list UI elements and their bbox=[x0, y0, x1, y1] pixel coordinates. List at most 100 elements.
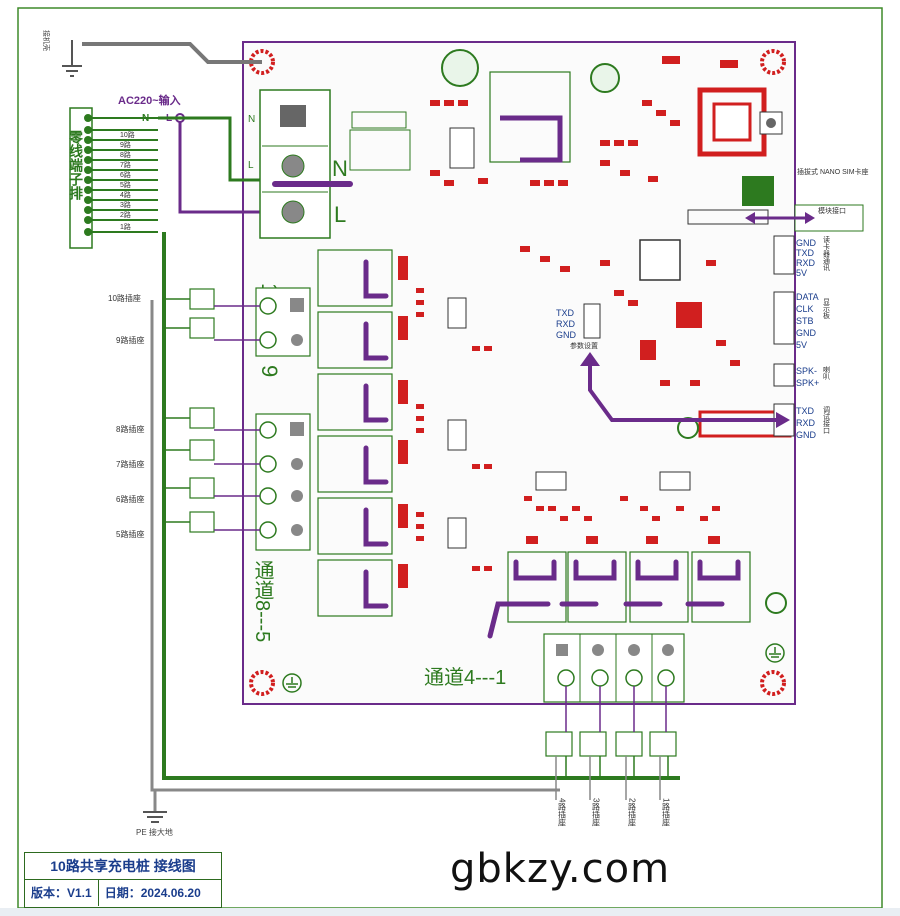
title-block: 10路共享充电桩 接线图 版本：V1.1 日期：2024.06.20 bbox=[24, 852, 222, 908]
speaker-pins: SPK- SPK+ bbox=[796, 366, 819, 388]
left-smd-parts bbox=[416, 288, 492, 571]
socket-label: 3路插座 bbox=[592, 798, 601, 827]
pe-main-wire bbox=[150, 300, 155, 792]
bottom-terminal-pins bbox=[556, 644, 674, 656]
debug-label: 调试接口 bbox=[823, 405, 831, 434]
terminal-label: 10路 bbox=[120, 130, 135, 139]
socket-label: 9路插座 bbox=[116, 335, 144, 345]
pin-label: DATA bbox=[796, 292, 819, 302]
title-block-date: 日期：2024.06.20 bbox=[97, 880, 207, 906]
top-components bbox=[349, 49, 792, 614]
pin-label: RXD bbox=[796, 258, 816, 268]
neutral-main-wire bbox=[162, 232, 680, 780]
left-relay-coils bbox=[363, 259, 389, 609]
pin-label: GND bbox=[556, 330, 577, 340]
uart-header bbox=[583, 303, 601, 339]
bottom-socket-switches bbox=[545, 731, 677, 757]
channel-group-bottom: 通道4---1 bbox=[424, 666, 506, 689]
left-relays bbox=[317, 249, 393, 617]
terminal-label: 8路 bbox=[120, 150, 131, 159]
neutral-bus-label: 零线端子排 bbox=[68, 129, 84, 201]
ac-input-label: AC220~输入 bbox=[118, 93, 181, 107]
left-socket-neutral-wires bbox=[164, 298, 190, 523]
debug-route-arrow bbox=[588, 360, 780, 422]
module-label: 模块接口 bbox=[818, 206, 846, 215]
pin-label: 5V bbox=[796, 340, 807, 350]
big-l-mark: L bbox=[334, 202, 346, 227]
bottom-relay-coils bbox=[487, 559, 741, 639]
pin-label: STB bbox=[796, 316, 814, 326]
terminal-label: 6路 bbox=[120, 170, 131, 179]
neutral-terminal-labels: 10路 9路 8路 7路 6路 5路 4路 3路 2路 1路 bbox=[120, 130, 135, 231]
bottom-socket-neutral-wires bbox=[565, 756, 669, 778]
left-socket-live-wires bbox=[214, 305, 260, 531]
pin-label: GND bbox=[796, 238, 817, 248]
left-terminal-pins bbox=[290, 298, 304, 536]
pin-label: TXD bbox=[556, 308, 575, 318]
bottom-socket-live-wires bbox=[565, 686, 667, 732]
watermark-site: gbkzy.com bbox=[450, 846, 671, 892]
mounting-holes bbox=[249, 49, 786, 696]
left-socket-switches bbox=[189, 288, 215, 533]
pin-label: TXD bbox=[796, 406, 815, 416]
comm-header-pins: GND TXD RXD 5V bbox=[796, 238, 817, 278]
debug-pins: TXD RXD GND bbox=[796, 406, 817, 440]
pin-label: SPK- bbox=[796, 366, 817, 376]
left-relay-resistors bbox=[398, 256, 408, 588]
terminal-label: 4路 bbox=[120, 190, 131, 199]
socket-note: 插拔式 NANO SIM卡座 bbox=[797, 167, 869, 176]
comm-header-label: 读卡器通讯 bbox=[823, 235, 831, 272]
socket-label: 2路插座 bbox=[628, 798, 637, 827]
socket-label: 8路插座 bbox=[116, 424, 144, 434]
socket-label: 10路插座 bbox=[108, 293, 141, 303]
channel-9-label: 9 bbox=[257, 365, 282, 377]
pin-label: TXD bbox=[796, 248, 815, 258]
display-header-label: 显示板 bbox=[823, 298, 831, 320]
speaker-label: 喇叭 bbox=[823, 365, 831, 381]
right-headers bbox=[773, 235, 795, 437]
pin-label: SPK+ bbox=[796, 378, 819, 388]
pin-label: GND bbox=[796, 430, 817, 440]
socket-label: 5路插座 bbox=[116, 529, 144, 539]
title-block-title: 10路共享充电桩 接线图 bbox=[25, 853, 221, 880]
terminal-label: 1路 bbox=[120, 222, 131, 231]
terminal-label: 7路 bbox=[120, 160, 131, 169]
left-socket-labels: 10路插座 9路插座 8路插座 7路插座 6路插座 5路插座 bbox=[108, 293, 144, 539]
left-driver-ics bbox=[447, 297, 467, 549]
top-smd-parts bbox=[430, 56, 740, 386]
terminal-label: 9路 bbox=[120, 140, 131, 149]
channel-group-left: 通道8---5 bbox=[251, 560, 274, 643]
n-input-label: N bbox=[142, 113, 149, 124]
terminal-l-mark: L bbox=[248, 160, 254, 171]
socket-label: 6路插座 bbox=[116, 494, 144, 504]
pin-label: CLK bbox=[796, 304, 814, 314]
neutral-terminal-lines bbox=[84, 114, 158, 236]
bottom-bar bbox=[0, 908, 900, 916]
board-ground-icon bbox=[282, 643, 785, 693]
terminal-label: 5路 bbox=[120, 180, 131, 189]
terminal-label: 3路 bbox=[120, 200, 131, 209]
bottom-driver-ics bbox=[535, 471, 691, 491]
big-n-mark: N bbox=[332, 156, 348, 181]
param-label: 参数设置 bbox=[570, 341, 598, 350]
pin-label: GND bbox=[796, 328, 817, 338]
bottom-smd-parts bbox=[524, 496, 720, 544]
pin-label: 5V bbox=[796, 268, 807, 278]
ground-top-label: 接机壳 bbox=[42, 30, 51, 51]
uart-pins: TXD RXD GND bbox=[556, 308, 577, 340]
socket-label: 1路插座 bbox=[662, 798, 671, 827]
bottom-relays bbox=[507, 551, 751, 623]
terminal-n-mark: N bbox=[248, 114, 255, 125]
terminal-label: 2路 bbox=[120, 210, 131, 219]
bottom-socket-labels: 4路插座 3路插座 2路插座 1路插座 bbox=[558, 798, 671, 827]
title-block-version: 版本：V1.1 bbox=[31, 886, 92, 900]
pin-label: RXD bbox=[796, 418, 816, 428]
ground-top-icon bbox=[62, 40, 82, 77]
ground-bottom-icon bbox=[143, 811, 167, 823]
ground-bottom-label: PE 接大地 bbox=[136, 827, 173, 837]
left-output-terminals bbox=[255, 287, 311, 551]
display-header-pins: DATA CLK STB GND 5V bbox=[796, 292, 819, 350]
bottom-socket-pe-wires bbox=[555, 756, 661, 800]
left-terminal-screws bbox=[259, 297, 277, 539]
